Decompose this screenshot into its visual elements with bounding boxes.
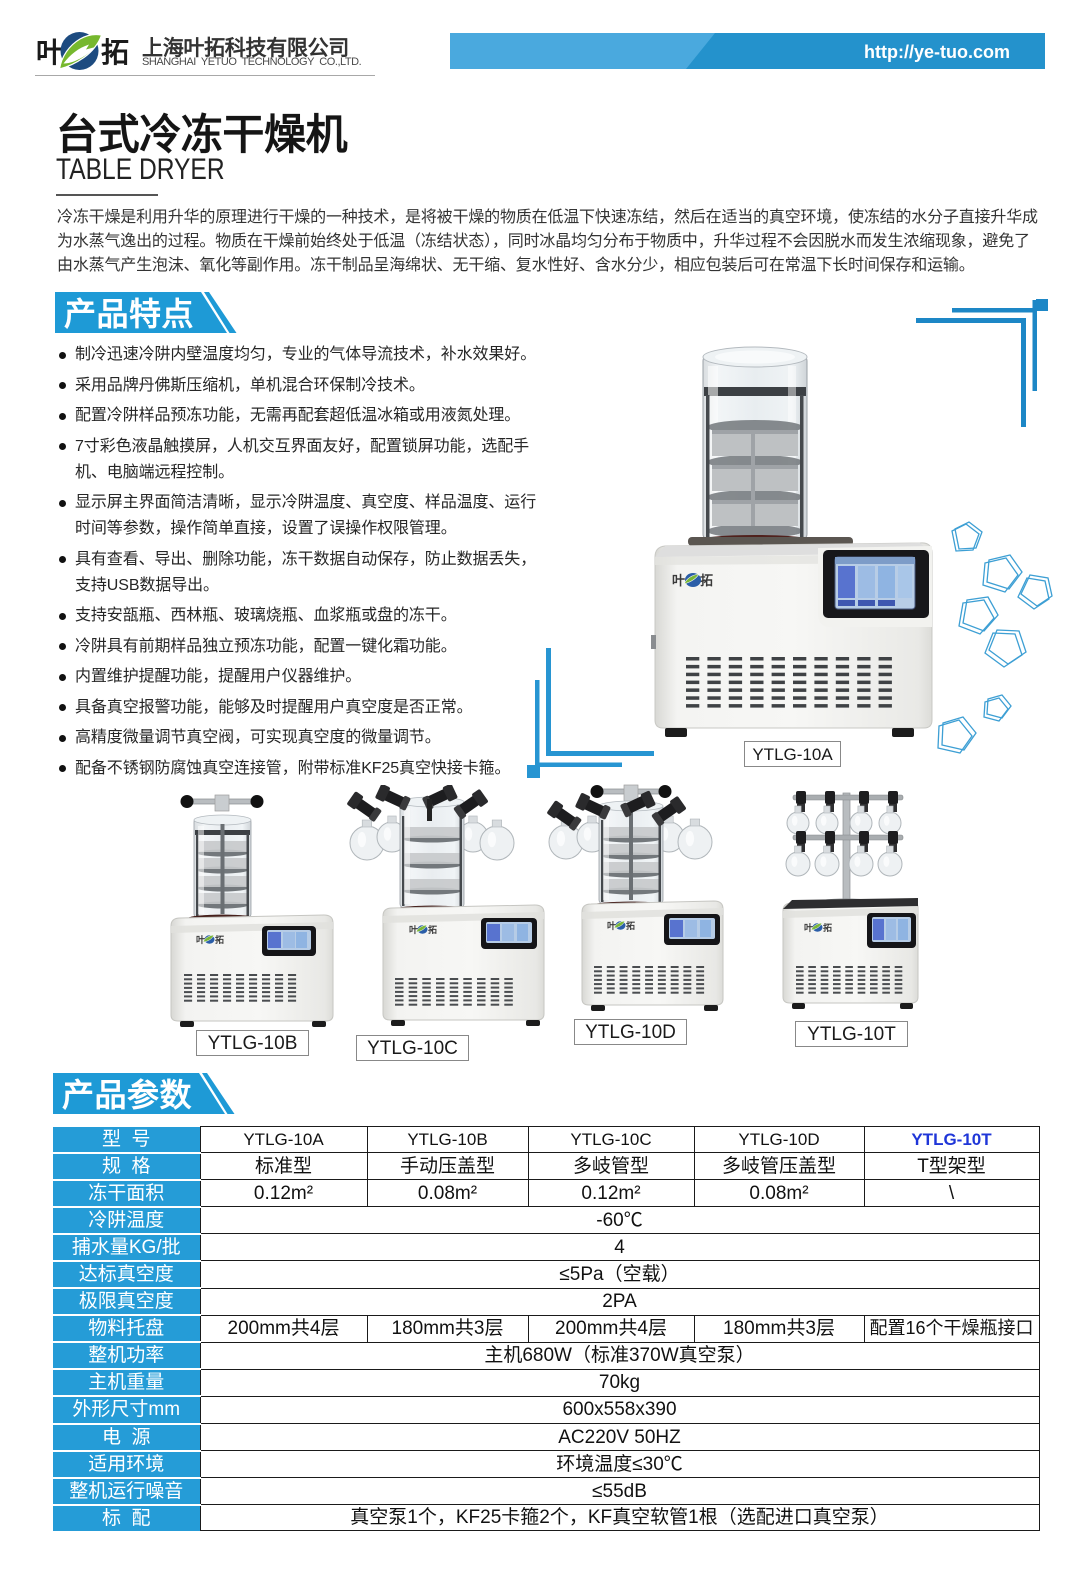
svg-text:叶: 叶: [804, 922, 813, 933]
svg-text:叶: 叶: [607, 920, 616, 931]
svg-text:产品参数: 产品参数: [62, 1077, 193, 1113]
svg-text:叶: 叶: [672, 573, 685, 588]
svg-text:叶: 叶: [196, 934, 205, 945]
svg-text:拓: 拓: [700, 573, 713, 588]
svg-text:http://ye-tuo.com: http://ye-tuo.com: [864, 42, 1010, 62]
svg-text:拓: 拓: [215, 934, 224, 945]
svg-text:拓: 拓: [626, 920, 635, 931]
svg-text:产品特点: 产品特点: [64, 296, 194, 332]
svg-text:拓: 拓: [823, 922, 832, 933]
svg-text:叶: 叶: [409, 924, 418, 935]
svg-text:拓: 拓: [428, 924, 437, 935]
